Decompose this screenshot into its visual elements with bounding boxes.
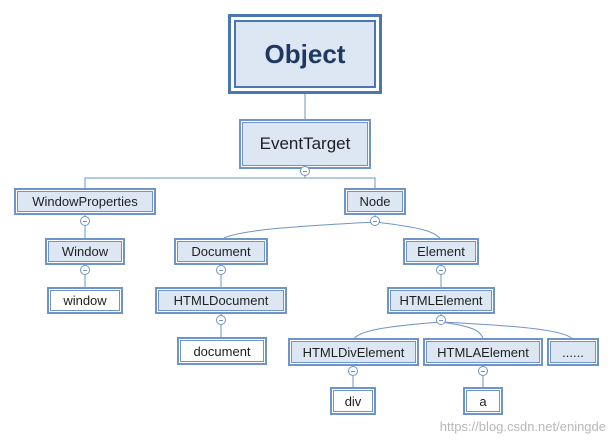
connector-htmlelement-htmlaelement [440, 321, 484, 341]
connector-node-element [374, 221, 442, 241]
connector-eventtarget-node [305, 177, 376, 190]
connector-eventtarget-windowproperties [84, 168, 306, 190]
collapse-toggle-icon[interactable] [478, 366, 488, 376]
node-a[interactable]: a [466, 390, 500, 412]
node-htmlelement[interactable]: HTMLElement [390, 290, 492, 311]
collapse-toggle-icon[interactable] [300, 166, 310, 176]
node-div[interactable]: div [333, 390, 373, 412]
node-window-instance[interactable]: window [50, 290, 120, 311]
connector-htmlelement-more [440, 321, 574, 341]
node-windowproperties[interactable]: WindowProperties [17, 191, 153, 212]
node-window-class[interactable]: Window [48, 241, 122, 262]
node-htmldivelement[interactable]: HTMLDivElement [291, 341, 416, 363]
node-htmlaelement[interactable]: HTMLAElement [426, 341, 540, 363]
node-node[interactable]: Node [347, 191, 403, 212]
connector-node-document [220, 213, 376, 241]
node-htmldocument[interactable]: HTMLDocument [158, 290, 284, 311]
node-document-class[interactable]: Document [177, 241, 265, 262]
watermark-url: https://blog.csdn.net/eningde [439, 419, 606, 434]
collapse-toggle-icon[interactable] [348, 366, 358, 376]
node-element[interactable]: Element [406, 241, 476, 262]
connector-htmlelement-htmldivelement [352, 312, 442, 341]
collapse-toggle-icon[interactable] [80, 216, 90, 226]
node-more[interactable]: ...... [550, 341, 596, 363]
collapse-toggle-icon[interactable] [80, 265, 90, 275]
collapse-toggle-icon[interactable] [436, 265, 446, 275]
collapse-toggle-icon[interactable] [216, 315, 226, 325]
node-eventtarget[interactable]: EventTarget [242, 122, 368, 166]
node-document-instance[interactable]: document [180, 340, 264, 362]
collapse-toggle-icon[interactable] [436, 315, 446, 325]
collapse-toggle-icon[interactable] [370, 216, 380, 226]
node-object[interactable]: Object [234, 20, 376, 88]
collapse-toggle-icon[interactable] [216, 265, 226, 275]
